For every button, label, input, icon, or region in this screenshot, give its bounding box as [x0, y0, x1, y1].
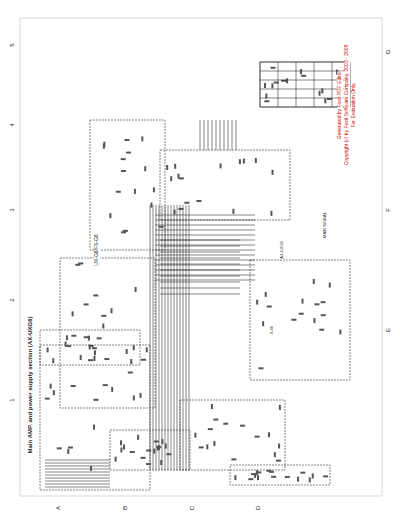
- grid-reference: D: [255, 506, 262, 510]
- grid-reference: C: [189, 506, 196, 510]
- grid-reference: B: [122, 506, 129, 510]
- grid-reference: G: [385, 50, 392, 55]
- section-title: UX-G6/FS-G6: [94, 234, 100, 265]
- wiring: [20, 18, 382, 496]
- grid-reference: 3: [9, 208, 16, 211]
- grid-reference: E: [385, 328, 392, 332]
- grid-reference: A: [55, 506, 62, 510]
- watermark: Copyright (c) by Foxit Software Company,…: [344, 45, 350, 166]
- section-title: Main AMP. and power supply section (AX-U…: [27, 316, 34, 453]
- note-label: MAIN SIGNAL: [323, 212, 327, 238]
- note-label: 2-46: [270, 326, 274, 334]
- grid-reference: F: [385, 208, 392, 212]
- watermark: For Evaluation Only.: [351, 83, 357, 128]
- watermark: Generated by Foxit PDF Editor: [337, 71, 343, 139]
- grid-reference: 1: [9, 398, 16, 401]
- grid-reference: 4: [9, 123, 16, 126]
- grid-reference: 5: [9, 43, 16, 46]
- note-label: AX-UXG6: [280, 241, 284, 259]
- grid-reference: 2: [9, 298, 16, 301]
